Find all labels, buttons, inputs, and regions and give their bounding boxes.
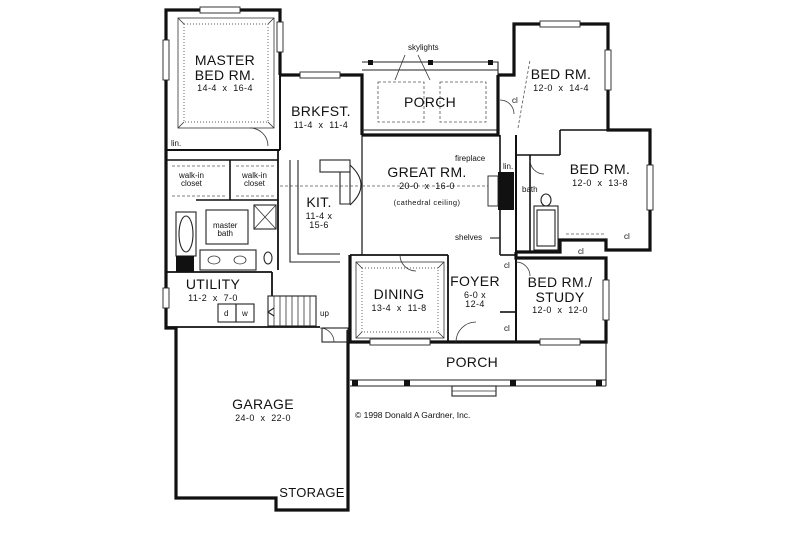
room-foyer: FOYER 6-0 x 12-4 (450, 274, 500, 310)
room-dining: DINING 13-4 x 11-8 (371, 287, 426, 313)
label-dryer: d (224, 309, 229, 318)
doors (249, 99, 545, 343)
room-dining-name: DINING (373, 286, 425, 302)
label-up: up (320, 309, 329, 318)
room-foyer-name: FOYER (450, 273, 500, 289)
room-great-rm-dim: 20-0 x 16-0 (399, 180, 455, 191)
room-bed-study: BED RM./ STUDY 12-0 x 12-0 (528, 275, 593, 316)
skylights (368, 54, 493, 123)
room-utility-name: UTILITY (185, 276, 241, 292)
label-cl-bed2: cl (624, 232, 630, 241)
label-washer: w (242, 309, 248, 318)
room-utility: UTILITY 11-2 x 7-0 (186, 277, 240, 303)
room-bed-2-dim: 12-0 x 13-8 (572, 177, 628, 188)
label-lin-hall: lin. (503, 162, 514, 171)
room-kit: KIT. 11-4 x 15-6 (306, 195, 333, 231)
room-dining-dim: 13-4 x 11-8 (371, 302, 427, 313)
room-porch-rear: PORCH (404, 95, 456, 110)
room-bed-study-dim: 12-0 x 12-0 (532, 305, 588, 316)
room-great-rm-note: (cathedral ceiling) (393, 198, 461, 208)
copyright-notice: © 1998 Donald A Gardner, Inc. (355, 410, 471, 420)
room-kit-name: KIT. (306, 194, 332, 210)
label-cl-foyer-top: cl (504, 261, 510, 270)
room-porch-front-name: PORCH (445, 354, 499, 370)
label-walkin-left: walk-in closet (179, 171, 204, 188)
label-skylights: skylights (408, 43, 439, 52)
label-fireplace: fireplace (455, 154, 486, 163)
room-brkfst-name: BRKFST. (291, 103, 351, 119)
label-cl-bed1: cl (512, 96, 518, 105)
room-brkfst: BRKFST. 11-4 x 11-4 (291, 104, 351, 130)
hall-bath-fixtures (533, 193, 559, 251)
room-master-bed-dim: 14-4 x 16-4 (197, 83, 253, 94)
room-bed-2: BED RM. 12-0 x 13-8 (570, 162, 630, 188)
room-porch-front: PORCH (446, 355, 498, 370)
room-bed-study-name: BED RM./ STUDY (527, 274, 593, 305)
master-bath-fixtures (175, 209, 273, 272)
room-porch-rear-name: PORCH (403, 94, 457, 110)
room-garage-name: GARAGE (232, 396, 294, 412)
room-storage-name: STORAGE (279, 485, 345, 500)
room-storage: STORAGE (279, 486, 344, 500)
tray-ceilings (177, 17, 445, 339)
room-bed-1-dim: 12-0 x 14-4 (533, 82, 589, 93)
room-foyer-dim: 6-0 x 12-4 (463, 289, 487, 310)
room-utility-dim: 11-2 x 7-0 (188, 292, 238, 303)
room-garage: GARAGE 24-0 x 22-0 (232, 397, 294, 423)
windows (162, 6, 654, 346)
front-porch (350, 342, 607, 397)
kitchen-counters (253, 159, 362, 263)
room-brkfst-dim: 11-4 x 11-4 (293, 119, 349, 130)
label-lin-master: lin. (171, 139, 182, 148)
closet-rods (172, 59, 604, 235)
room-bed-2-name: BED RM. (569, 161, 631, 177)
room-great-rm-name: GREAT RM. (387, 164, 467, 180)
label-shelves: shelves (455, 233, 483, 242)
utility-stairs (217, 295, 349, 343)
room-kit-dim: 11-4 x 15-6 (305, 210, 333, 231)
label-master-bath: master bath (213, 221, 238, 238)
label-bath: bath (522, 185, 538, 194)
room-master-bed: MASTER BED RM. 14-4 x 16-4 (195, 53, 255, 94)
label-cl-foyer-bottom: cl (504, 324, 510, 333)
great-room-details (280, 172, 514, 255)
room-great-rm: GREAT RM. 20-0 x 16-0 (cathedral ceiling… (387, 165, 466, 207)
room-bed-1: BED RM. 12-0 x 14-4 (531, 67, 591, 93)
label-cl-study: cl (578, 247, 584, 256)
room-garage-dim: 24-0 x 22-0 (235, 412, 291, 423)
room-bed-1-name: BED RM. (530, 66, 592, 82)
label-walkin-right: walk-in closet (242, 171, 267, 188)
room-master-bed-name: MASTER BED RM. (194, 52, 256, 83)
